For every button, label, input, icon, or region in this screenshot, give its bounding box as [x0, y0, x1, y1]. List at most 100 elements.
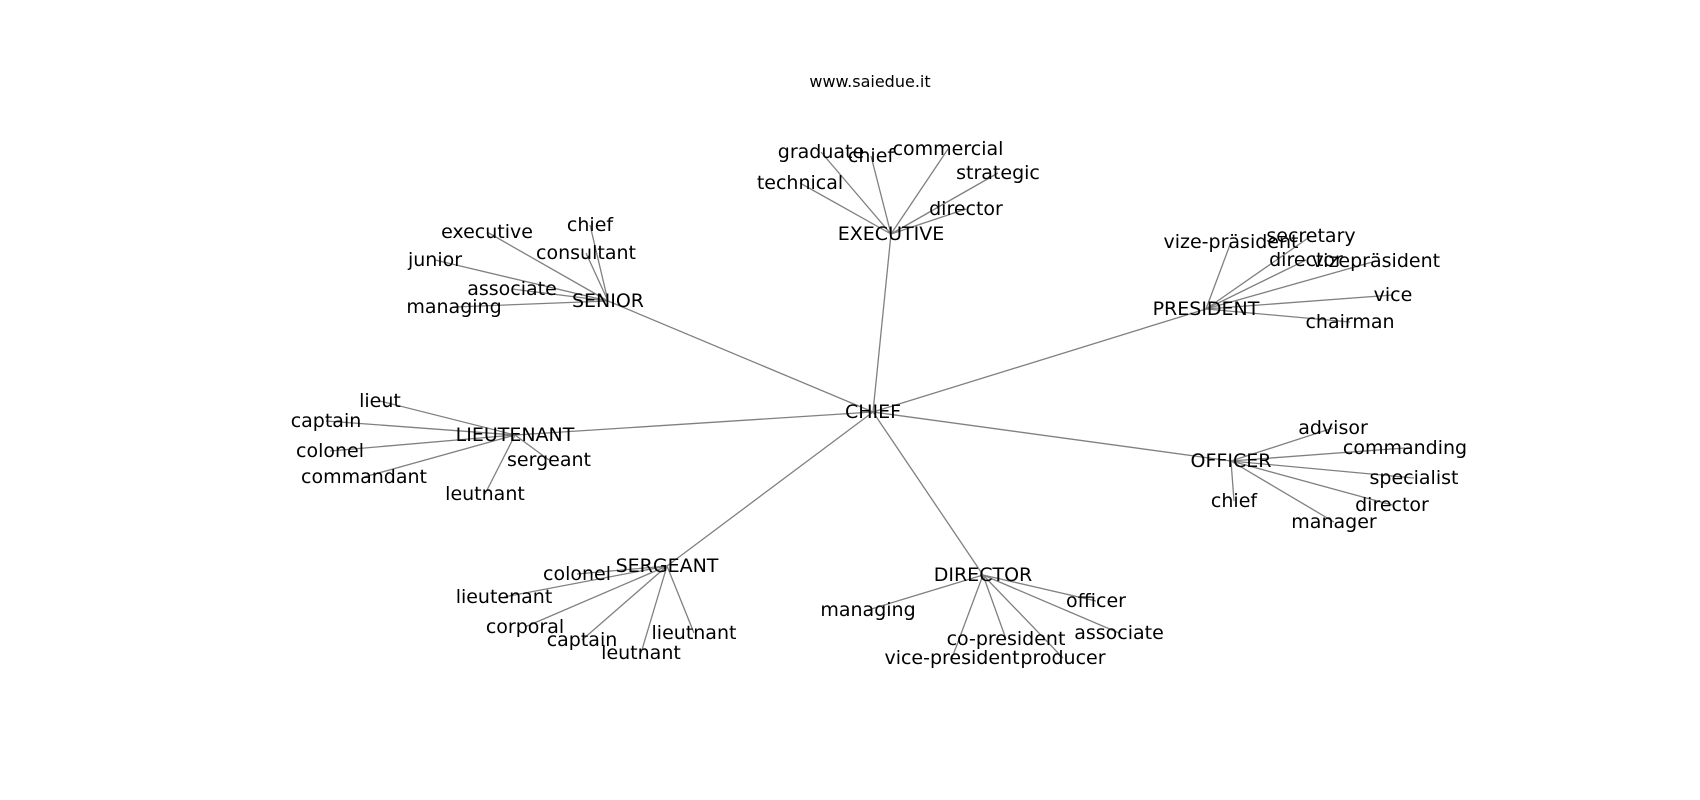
edge-executive-director: [890, 208, 967, 235]
leaf-node-officer-specialist: specialist: [1370, 467, 1459, 489]
edge-director-co-president: [982, 574, 1007, 640]
leaf-node-senior-executive: executive: [441, 221, 533, 243]
edge-president-secretary: [1205, 235, 1312, 310]
edge-senior-executive: [486, 231, 609, 302]
edge-lieutenant-colonel: [329, 434, 516, 452]
edge-president-vizeprasident: [1205, 260, 1377, 310]
root-node-chief: CHIEF: [845, 401, 901, 423]
edge-sergeant-corporal: [524, 565, 668, 628]
edge-sergeant-colonel: [576, 565, 668, 575]
edge-sergeant-leutnant: [640, 565, 668, 654]
leaf-node-senior-consultant: consultant: [536, 242, 636, 264]
leaf-node-officer-manager: manager: [1291, 511, 1377, 533]
leaf-node-sergeant-corporal: corporal: [486, 616, 564, 638]
leaf-node-president-vizeprasident: vizepräsident: [1312, 250, 1440, 272]
edge-executive-graduate: [820, 151, 892, 235]
leaf-node-lieutenant-commandant: commandant: [301, 466, 427, 488]
leaf-node-executive-director: director: [929, 198, 1003, 220]
leaf-node-president-vize-prasident: vize-präsident: [1164, 231, 1299, 253]
hub-node-sergeant: SERGEANT: [616, 555, 719, 577]
edge-officer-manager: [1230, 460, 1335, 523]
hub-node-officer: OFFICER: [1191, 450, 1272, 472]
edge-president-vice: [1205, 294, 1394, 310]
leaf-node-senior-junior: junior: [407, 249, 462, 271]
leaf-node-director-managing: managing: [820, 599, 915, 621]
leaf-node-executive-graduate: graduate: [778, 141, 864, 163]
edge-sergeant-lieutenant: [503, 565, 668, 598]
hub-node-lieutenant: LIEUTENANT: [456, 424, 575, 446]
edge-lieutenant-lieut: [379, 400, 516, 436]
leaf-node-sergeant-lieutenant: lieutenant: [456, 586, 553, 608]
edge-president-vize-prasident: [1205, 241, 1232, 310]
leaf-node-executive-technical: technical: [757, 172, 843, 194]
edge-sergeant-captain: [581, 565, 668, 641]
leaf-node-officer-advisor: advisor: [1298, 417, 1368, 439]
leaf-node-director-vice-president: vice-president: [884, 647, 1019, 669]
leaf-node-director-producer: producer: [1020, 647, 1105, 669]
source-label: www.saiedue.it: [809, 72, 930, 91]
leaf-node-director-co-president: co-president: [947, 628, 1066, 650]
edge-sergeant-lieutnant: [666, 565, 695, 634]
edges-layer: [325, 148, 1415, 659]
edge-senior-chief: [589, 224, 609, 302]
edge-senior-consultant: [585, 252, 609, 302]
leaf-node-sergeant-captain: captain: [547, 629, 618, 651]
leaf-node-sergeant-lieutnant: lieutnant: [652, 622, 737, 644]
edge-president-chairman: [1205, 308, 1351, 323]
edge-director-vice-president: [951, 574, 984, 659]
leaf-node-senior-chief: chief: [567, 214, 614, 236]
leaf-node-executive-commercial: commercial: [893, 138, 1004, 160]
edge-officer-advisor: [1230, 427, 1334, 462]
leaf-node-officer-commanding: commanding: [1343, 437, 1467, 459]
leaf-node-lieutenant-sergeant: sergeant: [507, 449, 591, 471]
leaf-node-president-secretary: secretary: [1266, 225, 1355, 247]
edge-executive-commercial: [890, 148, 949, 235]
leaf-node-president-vice: vice: [1374, 284, 1413, 306]
edge-chief-sergeant: [666, 411, 874, 567]
edge-senior-associate: [511, 288, 609, 302]
edge-lieutenant-leutnant: [484, 434, 516, 495]
edge-executive-technical: [799, 182, 892, 235]
edge-director-associate: [982, 574, 1120, 634]
edge-president-director: [1205, 259, 1307, 310]
leaf-node-lieutenant-captain: captain: [291, 410, 362, 432]
edge-chief-president: [872, 308, 1207, 413]
edge-officer-director: [1230, 460, 1393, 506]
leaf-node-officer-chief: chief: [1211, 490, 1258, 512]
leaf-node-sergeant-leutnant: leutnant: [601, 642, 681, 664]
leaf-node-director-associate: associate: [1074, 622, 1164, 644]
leaf-node-senior-managing: managing: [406, 296, 501, 318]
leaf-node-sergeant-colonel: colonel: [543, 563, 611, 585]
leaf-node-lieutenant-lieut: lieut: [359, 390, 401, 412]
edge-chief-executive: [872, 233, 892, 413]
leaf-node-executive-chief: chief: [848, 145, 895, 167]
edge-executive-strategic: [890, 172, 999, 235]
leaf-node-executive-strategic: strategic: [956, 162, 1040, 184]
edge-director-managing: [867, 574, 984, 611]
hub-node-president: PRESIDENT: [1153, 298, 1260, 320]
edge-lieutenant-commandant: [363, 434, 516, 478]
leaf-node-lieutenant-colonel: colonel: [296, 440, 364, 462]
edge-chief-lieutenant: [514, 411, 874, 436]
edge-director-producer: [982, 574, 1064, 659]
edge-director-officer: [982, 574, 1097, 602]
edge-chief-director: [872, 411, 984, 576]
hub-node-senior: SENIOR: [572, 290, 644, 312]
labels-layer: EXECUTIVEgraduatechiefcommercialtechnica…: [291, 138, 1467, 669]
leaf-node-president-chairman: chairman: [1305, 311, 1394, 333]
leaf-node-lieutenant-leutnant: leutnant: [445, 483, 525, 505]
edge-lieutenant-captain: [325, 420, 516, 436]
hub-node-director: DIRECTOR: [934, 564, 1032, 586]
edge-senior-junior: [434, 259, 609, 302]
leaf-node-officer-director: director: [1355, 494, 1429, 516]
edge-lieutenant-sergeant: [514, 434, 550, 461]
edge-officer-chief: [1230, 460, 1235, 502]
leaf-node-director-officer: officer: [1066, 590, 1126, 612]
leaf-node-president-director: director: [1269, 249, 1343, 271]
hub-node-executive: EXECUTIVE: [838, 223, 944, 245]
edge-officer-commanding: [1230, 447, 1406, 462]
edge-officer-specialist: [1230, 460, 1415, 479]
edge-chief-officer: [872, 411, 1232, 462]
leaf-node-senior-associate: associate: [467, 278, 557, 300]
